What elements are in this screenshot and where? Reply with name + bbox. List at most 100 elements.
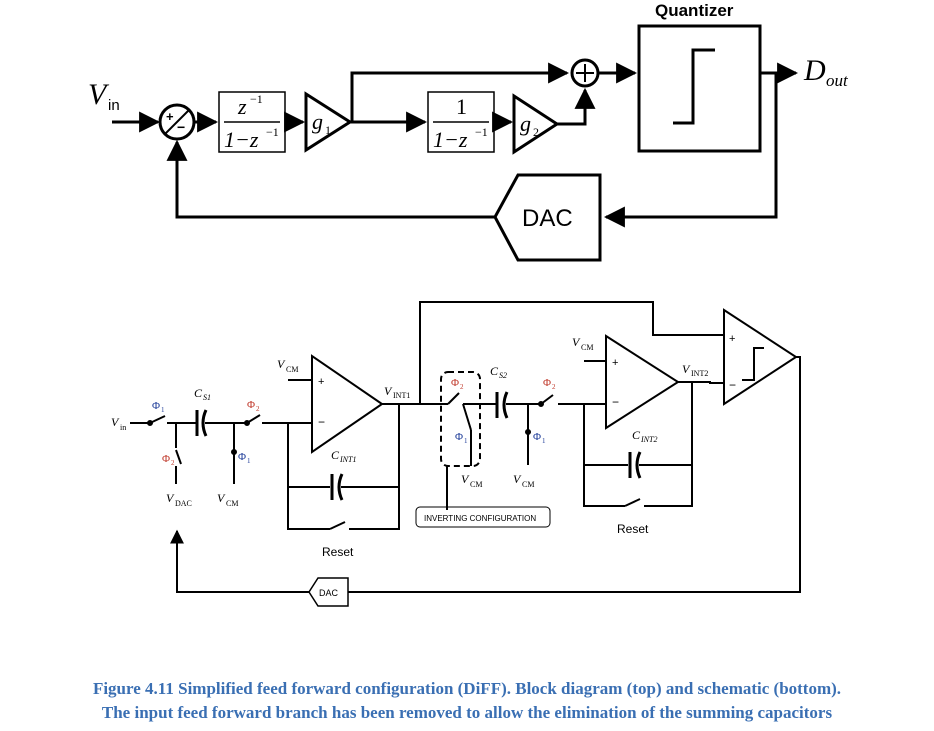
svg-text:−: −	[177, 119, 185, 135]
svg-text:+: +	[612, 357, 618, 369]
comparator: + −	[723, 308, 798, 406]
dout-sub: out	[826, 71, 849, 90]
switch-phi2-inv	[447, 392, 460, 405]
svg-text:CM: CM	[581, 343, 593, 352]
vin-label: V	[88, 78, 110, 111]
inverting-config-box	[440, 371, 481, 467]
opamp1: + −	[311, 354, 384, 454]
wire-out-to-dac	[603, 73, 778, 228]
wire-g2-adder	[557, 87, 596, 126]
reset2-label: Reset	[617, 522, 649, 536]
wire-ff-to-adder	[350, 62, 570, 122]
svg-text:+: +	[318, 376, 324, 388]
capacitor-cs1	[195, 409, 208, 437]
svg-text:V: V	[384, 384, 393, 398]
quantizer-label: Quantizer	[655, 1, 734, 20]
svg-text:CM: CM	[470, 480, 482, 489]
svg-text:V: V	[461, 472, 470, 486]
gain2-triangle: g 2	[512, 93, 560, 155]
sch-vin: V	[111, 415, 120, 429]
schematic: V in Φ 1 Φ 2 V DAC C S1 Φ 1 V CM	[111, 301, 801, 607]
svg-text:CM: CM	[226, 499, 238, 508]
svg-text:−: −	[729, 378, 736, 392]
svg-text:C: C	[490, 364, 499, 378]
adder-junction	[570, 58, 600, 88]
gain1-triangle: g 1	[304, 91, 353, 153]
capacitor-cs2	[495, 391, 509, 419]
reset1-switch	[329, 521, 346, 530]
dac-block: DAC	[493, 173, 602, 262]
svg-text:Φ: Φ	[533, 431, 541, 443]
capacitor-cint1	[330, 473, 344, 501]
quantizer-block	[637, 24, 762, 153]
caption-line1: Figure 4.11 Simplified feed forward conf…	[92, 679, 842, 698]
switch-phi2-cs2	[540, 394, 554, 405]
svg-text:1: 1	[247, 457, 251, 465]
inverting-config-callout	[415, 506, 551, 528]
svg-text:1: 1	[464, 437, 468, 445]
svg-text:C: C	[331, 448, 340, 462]
svg-text:S2: S2	[499, 371, 507, 380]
svg-text:1: 1	[542, 437, 546, 445]
int1-num-exp: −1	[250, 92, 263, 106]
svg-text:CM: CM	[522, 480, 534, 489]
integrator2-block: 1 1−z −1	[427, 91, 495, 153]
svg-text:2: 2	[552, 383, 556, 391]
svg-text:Φ: Φ	[238, 451, 246, 463]
vin-sub: in	[108, 97, 120, 114]
svg-text:1: 1	[161, 406, 165, 414]
svg-text:1−z: 1−z	[433, 127, 468, 152]
svg-text:INT2: INT2	[640, 435, 657, 444]
integrator1-block: z −1 1−z −1	[218, 91, 286, 153]
svg-text:2: 2	[256, 405, 260, 413]
svg-text:Φ: Φ	[543, 377, 551, 389]
svg-text:C: C	[194, 386, 203, 400]
svg-text:1: 1	[456, 94, 467, 119]
int1-denominator: 1−z	[224, 127, 259, 152]
svg-text:−: −	[612, 395, 619, 409]
svg-text:V: V	[217, 491, 226, 505]
int1-numerator: z	[237, 94, 247, 119]
svg-text:CM: CM	[286, 365, 298, 374]
svg-text:DAC: DAC	[319, 588, 339, 598]
svg-text:INT2: INT2	[691, 369, 708, 378]
svg-text:S1: S1	[203, 393, 211, 402]
svg-text:Φ: Φ	[247, 399, 255, 411]
svg-text:2: 2	[460, 383, 464, 391]
reset2-switch	[624, 498, 641, 507]
block-diagram: V in + − z −1 1−z −1 g 1	[88, 1, 849, 262]
sch-vdac: V	[166, 491, 175, 505]
svg-text:Φ: Φ	[455, 431, 463, 443]
svg-text:Φ: Φ	[152, 400, 160, 412]
svg-text:C: C	[632, 428, 641, 442]
svg-text:−1: −1	[475, 125, 488, 139]
svg-text:V: V	[513, 472, 522, 486]
dout-label: D	[803, 54, 826, 87]
opamp2: + −	[605, 334, 680, 430]
svg-text:Φ: Φ	[162, 453, 170, 465]
svg-text:DAC: DAC	[522, 205, 573, 232]
svg-text:1: 1	[325, 123, 331, 137]
wire-dac-to-sub	[166, 139, 495, 219]
svg-text:V: V	[682, 362, 691, 376]
caption-line2: The input feed forward branch has been r…	[101, 703, 833, 722]
svg-text:+: +	[729, 333, 735, 345]
svg-text:DAC: DAC	[175, 499, 192, 508]
svg-text:g: g	[520, 111, 531, 136]
svg-text:g: g	[312, 109, 323, 134]
switch-phi1-in	[149, 415, 166, 424]
reset1-label: Reset	[322, 545, 354, 559]
svg-text:V: V	[572, 335, 581, 349]
svg-text:2: 2	[533, 125, 539, 139]
figure-caption: Figure 4.11 Simplified feed forward conf…	[0, 677, 934, 725]
subtractor-junction: + −	[158, 103, 196, 141]
svg-text:in: in	[120, 423, 126, 432]
svg-text:INVERTING CONFIGURATION: INVERTING CONFIGURATION	[424, 514, 536, 523]
switch-phi2-cs1	[246, 414, 261, 424]
switch-phi2-vdac	[175, 449, 182, 465]
svg-text:−: −	[318, 415, 325, 429]
svg-text:INT1: INT1	[339, 455, 356, 464]
int1-den-exp: −1	[266, 125, 279, 139]
svg-text:Φ: Φ	[451, 377, 459, 389]
